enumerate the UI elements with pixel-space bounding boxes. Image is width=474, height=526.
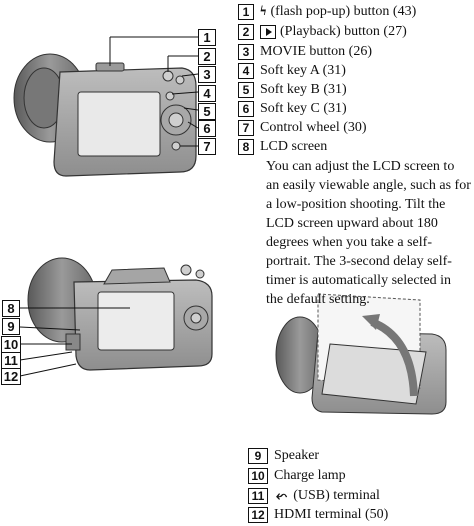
- legend-number: 6: [238, 101, 254, 117]
- legend-number: 10: [248, 468, 268, 484]
- legend-label: Speaker: [274, 448, 320, 463]
- legend-number: 7: [238, 120, 254, 136]
- camera-rear-view-top: [13, 36, 199, 177]
- callout-11: 11: [1, 352, 21, 369]
- usb-icon: ⬿: [276, 488, 288, 504]
- legend-item-5: 5 Soft key B (31): [238, 82, 347, 98]
- legend-label: (flash pop-up) button (43): [270, 4, 417, 19]
- callout-8: 8: [2, 300, 20, 317]
- legend-item-2: 2 (Playback) button (27): [238, 24, 407, 40]
- legend-number: 2: [238, 24, 254, 40]
- callout-3: 3: [198, 66, 216, 83]
- callout-9: 9: [2, 318, 20, 335]
- camera-rear-view-bottom: [19, 257, 213, 377]
- legend-label: Soft key A (31): [260, 63, 346, 78]
- callout-7: 7: [198, 138, 216, 155]
- legend-number: 8: [238, 139, 254, 155]
- legend-item-11: 11 ⬿ (USB) terminal: [248, 488, 380, 504]
- callout-5: 5: [198, 103, 216, 120]
- legend-number: 12: [248, 507, 268, 523]
- flash-icon: ϟ: [260, 4, 267, 19]
- legend-label: Soft key C (31): [260, 101, 347, 116]
- legend-label: Soft key B (31): [260, 82, 347, 97]
- callout-1: 1: [198, 29, 216, 46]
- legend-label: LCD screen: [260, 139, 328, 154]
- legend-item-7: 7 Control wheel (30): [238, 120, 367, 136]
- legend-number: 9: [248, 448, 268, 464]
- legend-label: (Playback) button (27): [280, 24, 407, 39]
- legend-item-9: 9 Speaker: [248, 448, 319, 464]
- legend-item-10: 10 Charge lamp: [248, 468, 346, 484]
- callout-12: 12: [1, 368, 21, 385]
- legend-item-6: 6 Soft key C (31): [238, 101, 347, 117]
- legend-number: 5: [238, 82, 254, 98]
- callout-6: 6: [198, 120, 216, 137]
- legend-label: (USB) terminal: [293, 488, 380, 503]
- legend-label: HDMI terminal (50): [274, 507, 389, 522]
- legend-item-1: 1 ϟ (flash pop-up) button (43): [238, 4, 416, 20]
- tilting-lcd-illustration: [275, 293, 447, 415]
- legend-label: MOVIE button (26): [260, 44, 372, 59]
- legend-label: Control wheel (30): [260, 120, 367, 135]
- callout-10: 10: [1, 336, 21, 353]
- callout-4: 4: [198, 85, 216, 102]
- legend-number: 4: [238, 63, 254, 79]
- legend-item-3: 3 MOVIE button (26): [238, 44, 372, 60]
- legend-item-12: 12 HDMI terminal (50): [248, 507, 388, 523]
- legend-item-4: 4 Soft key A (31): [238, 63, 346, 79]
- legend-number: 11: [248, 488, 268, 504]
- legend-item-8: 8 LCD screen: [238, 139, 327, 155]
- callout-2: 2: [198, 48, 216, 65]
- playback-icon: [260, 25, 276, 39]
- legend-label: Charge lamp: [274, 468, 346, 483]
- lcd-screen-description: You can adjust the LCD screen to an easi…: [266, 159, 471, 307]
- legend-number: 1: [238, 4, 254, 20]
- legend-number: 3: [238, 44, 254, 60]
